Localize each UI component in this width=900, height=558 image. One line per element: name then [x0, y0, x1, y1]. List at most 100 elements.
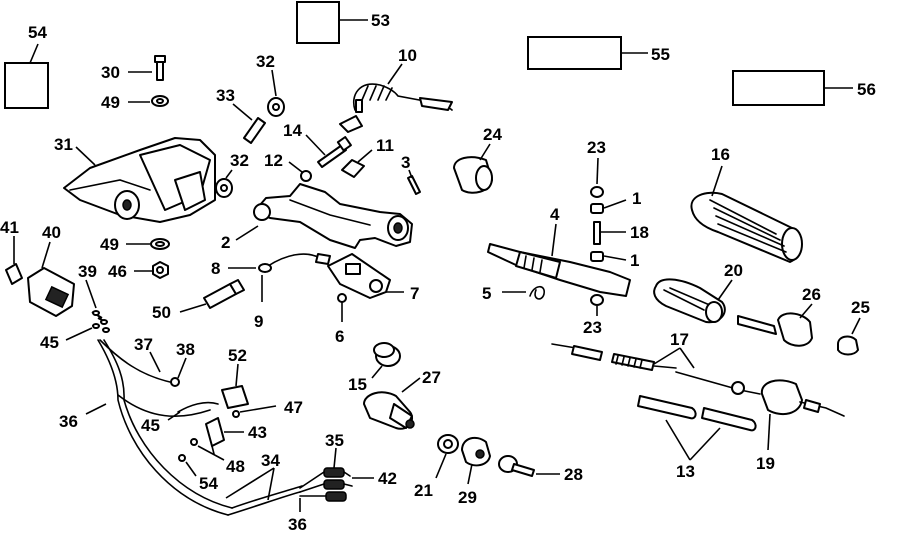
part-15-cap [371, 342, 401, 379]
part-45-pins [65, 323, 110, 341]
callout-12: 12 [264, 151, 283, 170]
part-14-bolt [305, 134, 352, 168]
part-39-pins [85, 279, 108, 325]
part-27-switch [363, 377, 421, 430]
callout-46: 46 [108, 262, 127, 281]
part-37-wire [149, 351, 161, 373]
part-24-grip [453, 143, 493, 194]
part-28-key [498, 455, 560, 477]
callout-33: 33 [216, 86, 235, 105]
part-13-sleeves [637, 395, 757, 461]
part-38-terminal [170, 357, 187, 387]
callout-19: 19 [756, 454, 775, 473]
callout-39: 39 [78, 262, 97, 281]
callout-35: 35 [325, 431, 344, 450]
callout-1-bottom: 1 [630, 251, 639, 270]
part-34-harness [225, 467, 303, 516]
part-8-wire [228, 253, 331, 273]
part-1-retainer-bottom [590, 251, 627, 262]
callout-21: 21 [414, 481, 433, 500]
part-54-screw [178, 454, 197, 477]
callout-37: 37 [134, 335, 153, 354]
callout-5: 5 [482, 284, 491, 303]
callout-49-top: 49 [101, 93, 120, 112]
part-36-harness [85, 339, 233, 516]
callout-24: 24 [483, 125, 502, 144]
callout-9: 9 [254, 312, 263, 331]
callout-56: 56 [857, 80, 876, 99]
part-26-switch [737, 303, 813, 347]
callout-16: 16 [711, 145, 730, 164]
part-56-box [732, 70, 853, 106]
part-17-cable [551, 343, 761, 395]
callout-34: 34 [261, 451, 280, 470]
callout-55: 55 [651, 45, 670, 64]
part-48-screw [190, 438, 225, 461]
callout-30: 30 [101, 63, 120, 82]
callout-32-mid: 32 [230, 151, 249, 170]
part-5-spring [502, 285, 545, 300]
callout-11: 11 [376, 136, 394, 155]
callout-2: 2 [221, 233, 230, 252]
part-52-plate [221, 363, 249, 409]
part-47-screw [232, 405, 277, 418]
callout-3: 3 [401, 153, 410, 172]
callout-36-bottom: 36 [288, 515, 307, 534]
callout-10: 10 [398, 46, 417, 65]
callout-43: 43 [248, 423, 267, 442]
part-20-sleeve [653, 278, 733, 324]
callout-23-top: 23 [587, 138, 606, 157]
callout-17: 17 [670, 330, 689, 349]
part-45-lead [167, 401, 219, 421]
callout-26: 26 [802, 285, 821, 304]
callout-15: 15 [348, 375, 367, 394]
part-53-box [296, 1, 368, 44]
callout-32-top: 32 [256, 52, 275, 71]
callout-41: 41 [0, 218, 19, 237]
part-25-knob [837, 317, 861, 356]
part-18-pin [593, 221, 626, 245]
callout-29: 29 [458, 488, 477, 507]
callout-45-top: 45 [40, 333, 59, 352]
callout-7: 7 [410, 284, 419, 303]
callout-36-left: 36 [59, 412, 78, 431]
part-43-switch [205, 417, 244, 455]
callout-48: 48 [226, 457, 245, 476]
callout-28: 28 [564, 465, 583, 484]
callout-25: 25 [851, 298, 870, 317]
part-2-arm [235, 183, 413, 249]
callout-8: 8 [211, 259, 220, 278]
part-55-box [527, 36, 648, 70]
part-40-connector [27, 241, 75, 317]
callout-50: 50 [152, 303, 171, 322]
part-1-retainer-top [590, 199, 627, 214]
part-49-washer-mid [126, 238, 170, 250]
callout-45-bottom: 45 [141, 416, 160, 435]
part-7-bracket [327, 253, 404, 299]
part-54-box [4, 43, 49, 109]
callout-40: 40 [42, 223, 61, 242]
callout-47: 47 [284, 398, 303, 417]
callout-42: 42 [378, 469, 397, 488]
part-30-bolt [128, 55, 166, 81]
callout-13: 13 [676, 462, 695, 481]
callout-20: 20 [724, 261, 743, 280]
part-32-washer-mid [215, 169, 233, 198]
callout-49-mid: 49 [100, 235, 119, 254]
part-23-cap-bottom [590, 294, 604, 316]
part-50-plug [179, 279, 245, 313]
callout-1-top: 1 [632, 189, 641, 208]
callout-54-top: 54 [28, 23, 47, 42]
part-32-washer-top [267, 69, 285, 117]
part-23-cap-top [590, 157, 604, 198]
part-35-connectors [299, 447, 353, 502]
callout-18: 18 [630, 223, 649, 242]
part-29-nut [461, 436, 491, 485]
callout-23-bottom: 23 [583, 318, 602, 337]
callout-27: 27 [422, 368, 441, 387]
part-10-lanyard [339, 63, 453, 133]
part-33-pin [232, 103, 266, 144]
part-11-clip [341, 149, 373, 178]
part-41-clip [5, 236, 23, 285]
